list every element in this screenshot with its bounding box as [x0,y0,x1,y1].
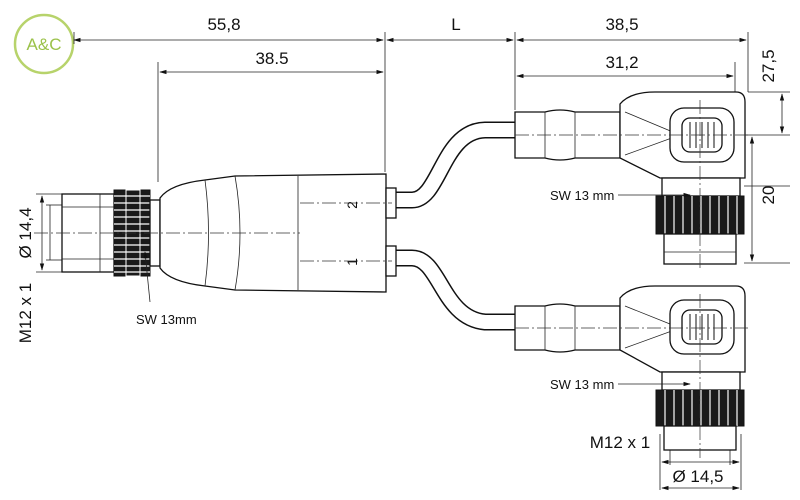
dim-diameter-left: Ø 14,4 [16,207,35,258]
dim-height-right: 27,5 [759,49,778,82]
label-port-1: 1 [344,258,360,266]
dim-diameter-bottom: Ø 14,5 [672,467,723,486]
brand-logo: A&C [13,13,75,75]
dim-cable-length: L [451,15,460,34]
dim-top-left: 55,8 [207,15,240,34]
dim-top-right: 38,5 [605,15,638,34]
dimension-lines [36,32,790,491]
cables [392,121,520,331]
leader-lines [143,192,691,387]
lower-angled-connector [514,285,748,458]
dim-thread-left: M12 x 1 [16,283,35,343]
label-sw-left: SW 13mm [136,312,197,327]
dim-thread-bottom: M12 x 1 [590,433,650,452]
dim-spacing-right: 20 [759,186,778,205]
logo-ring [13,13,75,75]
label-sw-upper: SW 13 mm [550,188,614,203]
logo-text: A&C [27,35,62,54]
dim-inner-body: 38.5 [255,49,288,68]
dim-angled-body: 31,2 [605,53,638,72]
upper-angled-connector [514,91,748,270]
label-sw-lower: SW 13 mm [550,377,614,392]
label-port-2: 2 [344,201,360,209]
